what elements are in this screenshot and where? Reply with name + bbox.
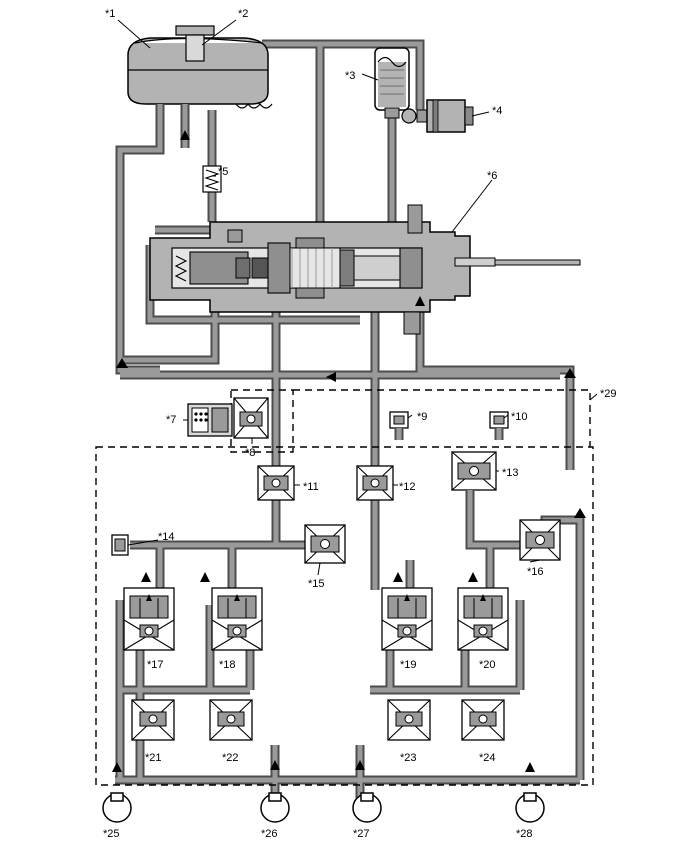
callout-3: *3 [345, 70, 356, 82]
callout-10: *10 [511, 411, 528, 423]
callout-leaders [117, 19, 598, 576]
flow-arrows [112, 130, 586, 772]
callout-21: *21 [145, 752, 162, 764]
callout-6: *6 [487, 170, 498, 182]
pressure-sensor-rear [489, 411, 509, 440]
pressure-reduction-valve-rl [387, 699, 431, 741]
reservoir [127, 25, 273, 112]
master-cut-valve-2 [356, 465, 394, 501]
holding-valve-rl [381, 587, 433, 651]
callout-25: *25 [103, 828, 120, 840]
callout-29: *29 [600, 388, 617, 400]
pressure-switch [111, 534, 129, 556]
master-cylinder-assembly [149, 204, 581, 335]
accumulator [374, 47, 410, 119]
actuator-dash-box [95, 446, 594, 786]
callout-22: *22 [222, 752, 239, 764]
callout-24: *24 [479, 752, 496, 764]
callout-13: *13 [502, 467, 519, 479]
callout-27: *27 [353, 828, 370, 840]
callout-8: *8 [245, 447, 256, 459]
changeover-valve-2 [519, 519, 561, 561]
pressure-sensor-front [389, 411, 409, 440]
callout-1: *1 [105, 8, 116, 20]
holding-valve-fr [211, 587, 263, 651]
callout-28: *28 [516, 828, 533, 840]
stroke-simulator [187, 397, 269, 439]
changeover-valve-1 [304, 524, 346, 564]
callout-2: *2 [238, 8, 249, 20]
callout-4: *4 [492, 105, 503, 117]
pressure-reduction-valve-rr [461, 699, 505, 741]
callout-17: *17 [147, 659, 164, 671]
master-cut-valve-1 [257, 465, 295, 501]
callout-15: *15 [308, 578, 325, 590]
pressure-reduction-valve-fl [131, 699, 175, 741]
pump-motor [401, 99, 474, 133]
callout-18: *18 [219, 659, 236, 671]
callout-9: *9 [417, 411, 428, 423]
linear-valve [451, 451, 497, 500]
callout-19: *19 [400, 659, 417, 671]
callout-20: *20 [479, 659, 496, 671]
pressure-reduction-valve-fr [209, 699, 253, 741]
wheel-cylinders [102, 792, 545, 823]
callout-7: *7 [166, 414, 177, 426]
callout-23: *23 [400, 752, 417, 764]
holding-valve-fl [123, 587, 175, 651]
callout-26: *26 [261, 828, 278, 840]
relief-valve [202, 165, 222, 193]
callout-14: *14 [158, 531, 175, 543]
callout-12: *12 [399, 481, 416, 493]
callout-16: *16 [527, 566, 544, 578]
callout-11: *11 [303, 481, 319, 493]
callout-5: *5 [218, 166, 229, 178]
holding-valve-rr [457, 587, 509, 651]
